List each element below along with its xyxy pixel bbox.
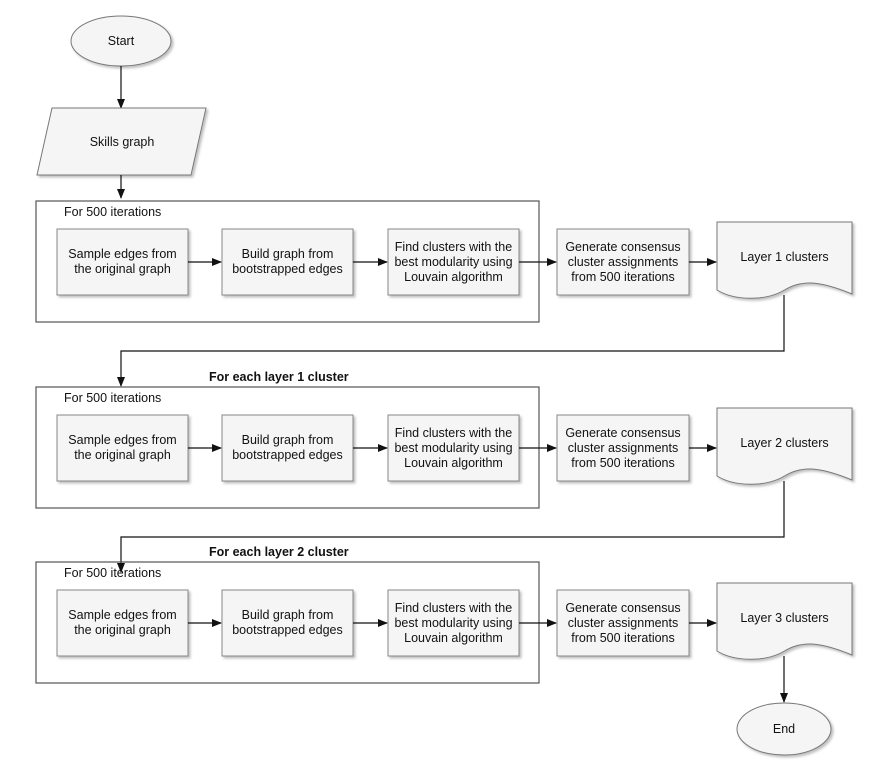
stage-3-step-1-box <box>56 589 189 657</box>
stage-1-output-label: Layer 1 clusters <box>740 249 829 264</box>
stage-1-output-document <box>716 221 853 299</box>
stage-1-consensus-label: Generate consensus cluster assignments f… <box>565 239 681 284</box>
stage-3-step-2-label: Build graph from bootstrapped edges <box>232 608 343 637</box>
stage-2-group-label: For each layer 1 cluster <box>209 370 349 384</box>
input-parallelogram <box>36 107 207 176</box>
stage-2-output-document <box>716 407 853 485</box>
stage-3-step-2-box <box>221 589 354 657</box>
stage-3-step-3-label: Find clusters with the best modularity u… <box>394 600 513 645</box>
start-label: Start <box>107 33 135 48</box>
input-label: Skills graph <box>89 134 155 149</box>
stage-2-consensus-label: Generate consensus cluster assignments f… <box>565 425 681 470</box>
stage-3-step-1-label: Sample edges from the original graph <box>68 608 177 637</box>
stage-3-group-label: For each layer 2 cluster <box>209 545 349 559</box>
end-terminator <box>736 702 832 756</box>
stage-1-consensus-box <box>556 228 690 296</box>
stage-2-consensus-box <box>556 414 690 482</box>
stage-2-loop-label: For 500 iterations <box>64 391 162 405</box>
stage-2-step-3-box <box>387 414 520 482</box>
stage-1-loop-label: For 500 iterations <box>64 205 162 219</box>
stage-3-output-document <box>716 582 853 660</box>
stage-2-step-3-label: Find clusters with the best modularity u… <box>394 425 513 470</box>
stage-1-step-1-label: Sample edges from the original graph <box>68 247 177 276</box>
stage-3-step-3-box <box>387 589 520 657</box>
stage-2-step-1-label: Sample edges from the original graph <box>68 433 177 462</box>
stage-2-step-2-box <box>221 414 354 482</box>
stage-2-output-label: Layer 2 clusters <box>740 435 829 450</box>
stage-3-consensus-box <box>556 589 690 657</box>
stage-3-loop-label: For 500 iterations <box>64 566 162 580</box>
stage-1-arrow-to-next-stage <box>117 295 785 387</box>
stage-2-step-2-label: Build graph from bootstrapped edges <box>232 433 343 462</box>
stage-1-step-3-label: Find clusters with the best modularity u… <box>394 239 513 284</box>
stage-1-step-2-box <box>221 228 354 296</box>
end-label: End <box>772 721 796 736</box>
stage-3-output-label: Layer 3 clusters <box>740 610 829 625</box>
stage-1-step-2-label: Build graph from bootstrapped edges <box>232 247 343 276</box>
stage-3-consensus-label: Generate consensus cluster assignments f… <box>565 600 681 645</box>
stage-2-arrow-to-next-stage <box>117 481 785 573</box>
stage-1-step-3-box <box>387 228 520 296</box>
